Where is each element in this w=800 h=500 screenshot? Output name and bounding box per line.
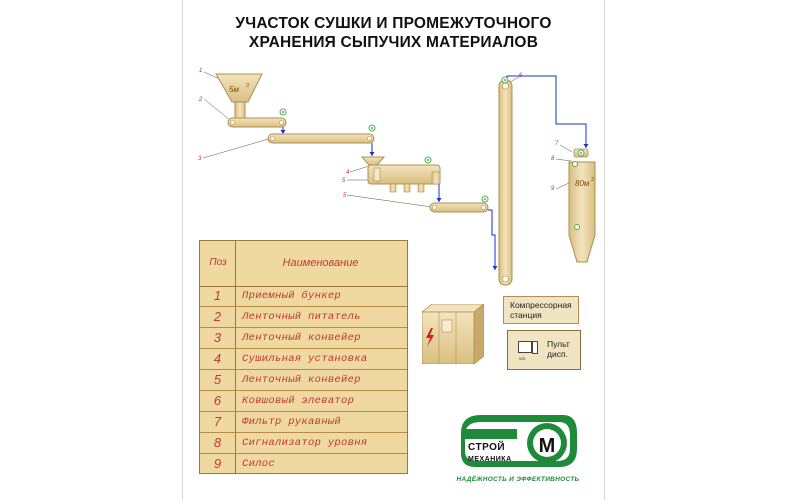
level-sensor-icon (574, 224, 580, 230)
sensor-icon (481, 195, 489, 203)
hopper-volume-sup: 3 (246, 83, 249, 89)
row-num: 2 (213, 309, 222, 324)
belt-feeder (227, 117, 287, 128)
row-name: Ленточный конвейер (242, 374, 361, 386)
legend-header-pos: Поз (209, 257, 227, 268)
monitor-icon (518, 341, 532, 353)
logo-letter: М (539, 435, 556, 457)
title-line-1: УЧАСТОК СУШКИ И ПРОМЕЖУТОЧНОГО (235, 15, 552, 32)
logo-line-1: СТРОЙ (468, 442, 506, 453)
company-logo: М СТРОЙ МЕХАНИКА НАДЁЖНОСТЬ И ЭФФЕКТИВНО… (455, 405, 581, 489)
legend-row: 3 Ленточный конвейер (200, 328, 407, 349)
callout-3: 3 (198, 156, 202, 162)
sensor-icon (368, 124, 376, 132)
row-name: Ленточный конвейер (242, 332, 361, 344)
flow-arrows (280, 130, 589, 270)
title-line-2: ХРАНЕНИЯ СЫПУЧИХ МАТЕРИАЛОВ (248, 34, 539, 51)
callout-8: 8 (551, 156, 555, 162)
compressor-station: Компрессорная станция (503, 296, 579, 324)
silo-volume: 80м (575, 179, 590, 188)
callout-1: 1 (199, 68, 202, 74)
logo-line-2: МЕХАНИКА (468, 456, 512, 463)
legend-row: 5 Ленточный конвейер (200, 370, 407, 391)
poster-title: УЧАСТОК СУШКИ И ПРОМЕЖУТОЧНОГО ХРАНЕНИЯ … (182, 14, 605, 52)
callout-9: 9 (551, 186, 555, 192)
row-name: Сигнализатор уровня (242, 437, 368, 449)
silo-assembly: 80м 3 (568, 148, 596, 263)
console-label: Пульт дисп. (547, 339, 570, 359)
row-num: 1 (213, 288, 222, 303)
sensor-icons (279, 76, 585, 230)
logo-slogan: НАДЁЖНОСТЬ И ЭФФЕКТИВНОСТЬ (456, 476, 580, 483)
sensor-icon (424, 156, 432, 164)
row-name: Силос (242, 458, 276, 470)
silo-volume-sup: 3 (591, 177, 594, 183)
row-num: 8 (213, 435, 222, 450)
legend-header: Поз Наименование (200, 241, 407, 287)
row-num: 7 (213, 414, 222, 429)
receiving-hopper: 5м 3 (215, 73, 263, 119)
electrical-cabinet (422, 304, 484, 364)
operator-console: WS Пульт дисп. (507, 330, 581, 370)
row-num: 5 (213, 372, 222, 387)
row-num: 3 (213, 330, 222, 345)
pc-tower-icon (532, 341, 538, 354)
drying-unit (360, 156, 441, 193)
legend-row: 9 Силос (200, 454, 407, 475)
legend-row: 2 Ленточный питатель (200, 307, 407, 328)
row-name: Приемный бункер (242, 290, 342, 302)
logo-mark: М (461, 415, 577, 467)
console-line-1: Пульт (547, 339, 570, 349)
legend-row: 8 Сигнализатор уровня (200, 433, 407, 454)
compressor-line-1: Компрессорная (510, 300, 572, 310)
legend-row: 6 Ковшовый элеватор (200, 391, 407, 412)
belt-conveyor-3 (267, 133, 375, 144)
compressor-line-2: станция (510, 310, 542, 320)
callout-4: 4 (346, 170, 350, 176)
legend-header-name: Наименование (282, 257, 359, 269)
legend-row: 4 Сушильная установка (200, 349, 407, 370)
bucket-elevator (498, 79, 513, 286)
legend-divider (235, 241, 236, 473)
callout-7: 7 (555, 141, 559, 147)
belt-conveyor-5 (429, 202, 489, 213)
hopper-volume: 5м (229, 85, 239, 94)
sensor-icon (279, 108, 287, 116)
row-num: 4 (213, 351, 222, 366)
legend-row: 1 Приемный бункер (200, 286, 407, 307)
row-name: Сушильная установка (242, 353, 368, 365)
callout-5b: 5 (343, 193, 347, 199)
level-sensor-icon (572, 161, 578, 167)
callout-5: 5 (342, 178, 346, 184)
sensor-icon (501, 76, 509, 84)
callout-2: 2 (198, 97, 203, 103)
row-num: 6 (213, 393, 222, 408)
row-name: Ленточный питатель (242, 311, 361, 323)
row-num: 9 (213, 456, 222, 471)
row-name: Фильтр рукавный (242, 416, 342, 428)
sensor-icon (577, 149, 585, 157)
compressor-label: Компрессорная станция (510, 300, 572, 320)
console-line-2: дисп. (547, 349, 568, 359)
legend-row: 7 Фильтр рукавный (200, 412, 407, 433)
high-voltage-icon (426, 328, 434, 347)
workstation-label: WS (519, 356, 526, 361)
row-name: Ковшовый элеватор (242, 395, 355, 407)
